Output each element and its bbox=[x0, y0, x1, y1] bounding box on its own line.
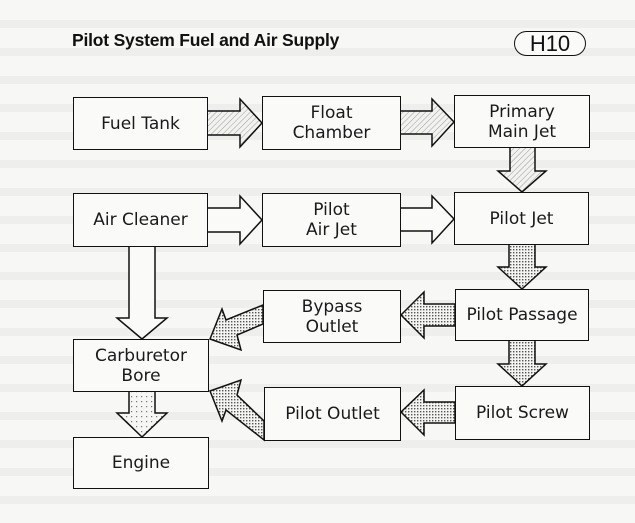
arrow-floatchamber-primarymainjet bbox=[399, 97, 456, 148]
arrow-pilotoutlet-carburetorbore bbox=[209, 378, 265, 442]
node-bypass-outlet: Bypass Outlet bbox=[263, 290, 401, 343]
node-pilot-jet: Pilot Jet bbox=[454, 192, 589, 245]
node-fuel-tank: Fuel Tank bbox=[73, 97, 208, 150]
arrow-pilotpassage-pilotscrew bbox=[496, 339, 548, 388]
arrow-aircleaner-carburetorbore bbox=[114, 245, 170, 340]
node-engine: Engine bbox=[73, 437, 209, 489]
node-pilot-screw: Pilot Screw bbox=[455, 386, 590, 440]
figure-badge: H10 bbox=[514, 31, 586, 56]
diagram-title: Pilot System Fuel and Air Supply bbox=[72, 30, 340, 50]
arrow-pilotairjet-pilotjet bbox=[399, 194, 456, 245]
arrow-primarymainjet-pilotjet bbox=[496, 146, 548, 193]
node-primary-main-jet: Primary Main Jet bbox=[454, 95, 590, 148]
node-carburetor-bore: Carburetor Bore bbox=[73, 339, 209, 392]
node-pilot-air-jet: Pilot Air Jet bbox=[262, 193, 401, 247]
arrow-bypassoutlet-carburetorbore bbox=[209, 303, 264, 352]
arrow-aircleaner-pilotairjet bbox=[206, 194, 264, 246]
node-pilot-passage: Pilot Passage bbox=[455, 289, 589, 341]
arrow-carburetorbore-engine bbox=[115, 390, 169, 439]
node-pilot-outlet: Pilot Outlet bbox=[264, 387, 401, 441]
node-air-cleaner: Air Cleaner bbox=[73, 193, 208, 247]
arrow-pilotscrew-pilotoutlet bbox=[399, 388, 456, 437]
arrow-fueltank-floatchamber bbox=[206, 97, 264, 149]
node-float-chamber: Float Chamber bbox=[262, 96, 401, 150]
arrow-pilotpassage-bypassoutlet bbox=[399, 290, 456, 340]
arrow-pilotjet-pilotpassage bbox=[496, 243, 548, 291]
